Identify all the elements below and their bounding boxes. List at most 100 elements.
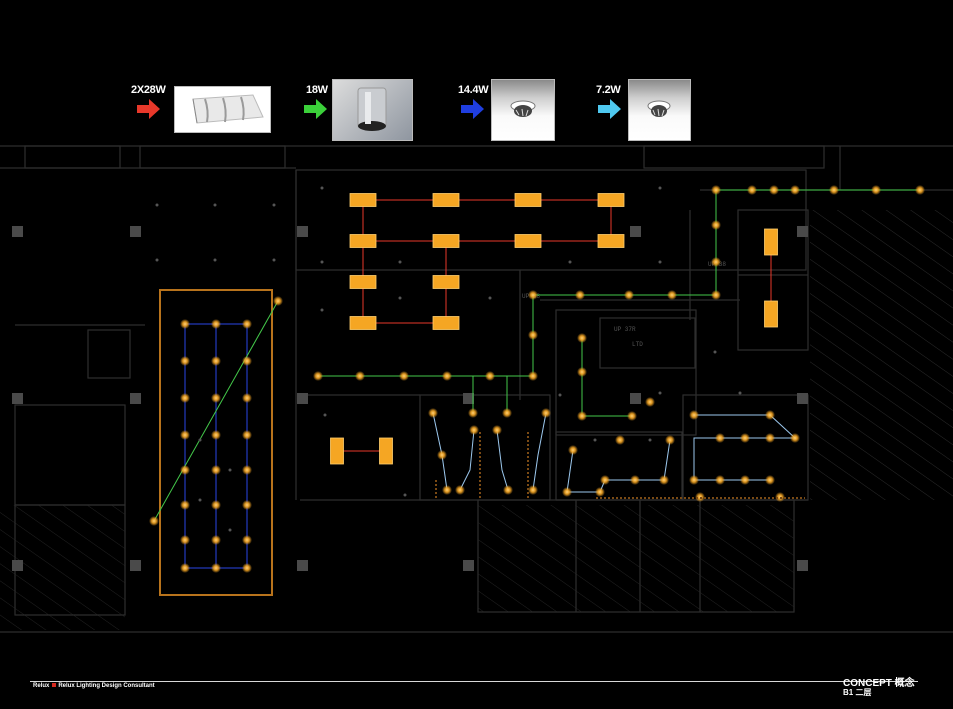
columns	[12, 226, 808, 571]
downlight-point	[615, 435, 625, 445]
downlight-point	[595, 487, 605, 497]
downlight-point	[180, 563, 190, 573]
downlight-point	[665, 435, 675, 445]
downlight-point	[871, 185, 881, 195]
legend-wattage: 18W	[306, 84, 328, 96]
troffer-fixture	[514, 234, 542, 248]
blue-arrow-icon	[461, 99, 484, 119]
troffer-fixture	[330, 437, 344, 465]
troffer-fixture	[432, 316, 460, 330]
room-label: LTD	[632, 341, 643, 348]
downlight-point	[667, 290, 677, 300]
troffer-fixture	[514, 193, 542, 207]
legend-wattage: 2X28W	[131, 84, 166, 96]
troffer-fixture	[432, 275, 460, 289]
downlight-point	[428, 408, 438, 418]
downlight-point	[765, 433, 775, 443]
downlight-point	[689, 475, 699, 485]
page-title: CONCEPT 概念	[843, 678, 915, 689]
downlight-point	[528, 485, 538, 495]
troffer-fixture	[764, 300, 778, 328]
downlight-point	[528, 371, 538, 381]
downlight-point	[180, 356, 190, 366]
downlight-point	[211, 535, 221, 545]
downlight-point	[765, 475, 775, 485]
recessed-downlight-icon	[491, 79, 555, 141]
downlight-point	[273, 296, 283, 306]
downlight-point	[715, 433, 725, 443]
downlight-point	[568, 445, 578, 455]
downlight-point	[242, 430, 252, 440]
downlight-point	[313, 371, 323, 381]
legend-wattage: 14.4W	[458, 84, 489, 96]
circuit-2x28w	[337, 199, 772, 452]
point-fixtures	[149, 185, 925, 573]
downlight-point	[575, 290, 585, 300]
troffer-fixture	[432, 234, 460, 248]
downlight-point	[211, 319, 221, 329]
downlight-point	[180, 393, 190, 403]
downlight-point	[711, 257, 721, 267]
downlight-point	[715, 475, 725, 485]
downlight-point	[711, 220, 721, 230]
troffer-fixture	[764, 228, 778, 256]
downlight-point	[442, 371, 452, 381]
downlight-point	[242, 563, 252, 573]
downlight-point	[242, 356, 252, 366]
downlight-point	[689, 410, 699, 420]
downlight-point	[211, 500, 221, 510]
red-arrow-icon	[137, 99, 160, 119]
troffer-fixture	[349, 316, 377, 330]
downlight-point	[790, 185, 800, 195]
downlight-point	[442, 485, 452, 495]
downlight-point	[485, 371, 495, 381]
downlight-point	[399, 371, 409, 381]
downlight-point	[915, 185, 925, 195]
downlight-point	[577, 333, 587, 343]
downlight-point	[740, 475, 750, 485]
downlight-point	[503, 485, 513, 495]
downlight-point	[502, 408, 512, 418]
troffer-fixture	[597, 234, 625, 248]
troffer-fixture	[597, 193, 625, 207]
downlight-point	[468, 408, 478, 418]
downlight-point	[149, 516, 159, 526]
troffer-fixtures	[330, 193, 778, 465]
downlight-point	[455, 485, 465, 495]
light-blue-arrow-icon	[598, 99, 621, 119]
troffer-fixture	[349, 193, 377, 207]
downlight-point	[747, 185, 757, 195]
downlight-point	[180, 430, 190, 440]
troffer-fixture	[349, 275, 377, 289]
hall-outline	[159, 289, 273, 596]
downlight-point	[600, 475, 610, 485]
downlight-point	[577, 367, 587, 377]
hatched-area	[810, 210, 953, 500]
cylinder-downlight-icon	[332, 79, 413, 141]
downlight-point	[242, 393, 252, 403]
downlight-point	[562, 487, 572, 497]
green-arrow-icon	[304, 99, 327, 119]
consultant-name: Relux Lighting Design Consultant	[58, 683, 155, 689]
page-subtitle: B1 二层	[843, 688, 872, 697]
downlight-point	[437, 450, 447, 460]
downlight-point	[624, 290, 634, 300]
downlight-point	[630, 475, 640, 485]
downlight-point	[645, 397, 655, 407]
downlight-point	[528, 330, 538, 340]
downlight-point	[790, 433, 800, 443]
downlight-point	[211, 430, 221, 440]
downlight-point	[242, 535, 252, 545]
recessed-downlight-small-icon	[628, 79, 691, 141]
downlight-point	[541, 408, 551, 418]
downlight-point	[211, 356, 221, 366]
downlight-point	[180, 319, 190, 329]
downlight-point	[829, 185, 839, 195]
downlight-point	[469, 425, 479, 435]
downlight-point	[711, 290, 721, 300]
downlight-point	[180, 535, 190, 545]
downlight-point	[740, 433, 750, 443]
downlight-point	[492, 425, 502, 435]
